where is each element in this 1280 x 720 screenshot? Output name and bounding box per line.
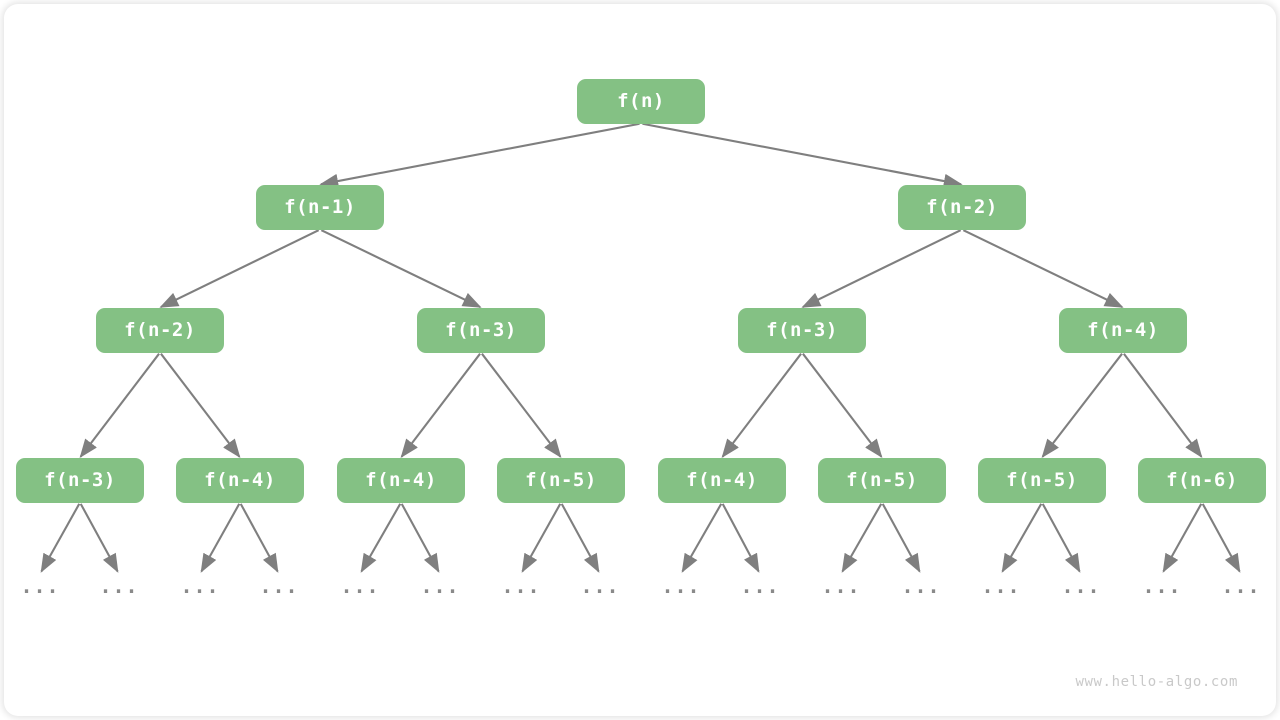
ellipsis-e14: ...	[1142, 574, 1182, 598]
watermark: www.hello-algo.com	[1075, 674, 1238, 690]
tree-node-label: f(n-4)	[1087, 319, 1159, 341]
tree-node-label: f(n-4)	[686, 469, 758, 491]
tree-node-label: f(n-5)	[525, 469, 597, 491]
tree-node-n3: f(n-2)	[96, 307, 224, 353]
tree-node-label: f(n-2)	[124, 319, 196, 341]
tree-node-n10: f(n-5)	[497, 457, 625, 503]
ellipsis-e4: ...	[340, 574, 380, 598]
tree-node-label: f(n-1)	[284, 196, 356, 218]
tree-node-n1: f(n-1)	[256, 184, 384, 230]
ellipsis-e0: ...	[20, 574, 60, 598]
tree-node-n14: f(n-6)	[1138, 457, 1266, 503]
tree-node-n5: f(n-3)	[738, 307, 866, 353]
tree-node-n2: f(n-2)	[898, 184, 1026, 230]
tree-node-label: f(n-5)	[846, 469, 918, 491]
tree-node-label: f(n-6)	[1166, 469, 1238, 491]
tree-node-label: f(n-4)	[204, 469, 276, 491]
tree-node-n11: f(n-4)	[658, 457, 786, 503]
tree-node-label: f(n-4)	[365, 469, 437, 491]
tree-node-n13: f(n-5)	[978, 457, 1106, 503]
tree-node-label: f(n-3)	[766, 319, 838, 341]
ellipsis-e15: ...	[1221, 574, 1261, 598]
tree-node-n8: f(n-4)	[176, 457, 304, 503]
tree-node-n6: f(n-4)	[1059, 307, 1187, 353]
tree-node-label: f(n-2)	[926, 196, 998, 218]
tree-node-label: f(n)	[617, 90, 665, 112]
tree-node-label: f(n-5)	[1006, 469, 1078, 491]
tree-node-n4: f(n-3)	[417, 307, 545, 353]
tree-node-label: f(n-3)	[445, 319, 517, 341]
ellipsis-e8: ...	[661, 574, 701, 598]
ellipsis-e10: ...	[821, 574, 861, 598]
tree-node-n12: f(n-5)	[818, 457, 946, 503]
ellipsis-e3: ...	[259, 574, 299, 598]
tree-node-n0: f(n)	[577, 78, 705, 124]
ellipsis-e2: ...	[180, 574, 220, 598]
ellipsis-e13: ...	[1061, 574, 1101, 598]
tree-node-label: f(n-3)	[44, 469, 116, 491]
tree-node-n7: f(n-3)	[16, 457, 144, 503]
ellipsis-e1: ...	[99, 574, 139, 598]
ellipsis-e9: ...	[740, 574, 780, 598]
ellipsis-e6: ...	[501, 574, 541, 598]
ellipsis-e12: ...	[981, 574, 1021, 598]
ellipsis-e5: ...	[420, 574, 460, 598]
tree-node-n9: f(n-4)	[337, 457, 465, 503]
ellipsis-e11: ...	[901, 574, 941, 598]
ellipsis-e7: ...	[580, 574, 620, 598]
